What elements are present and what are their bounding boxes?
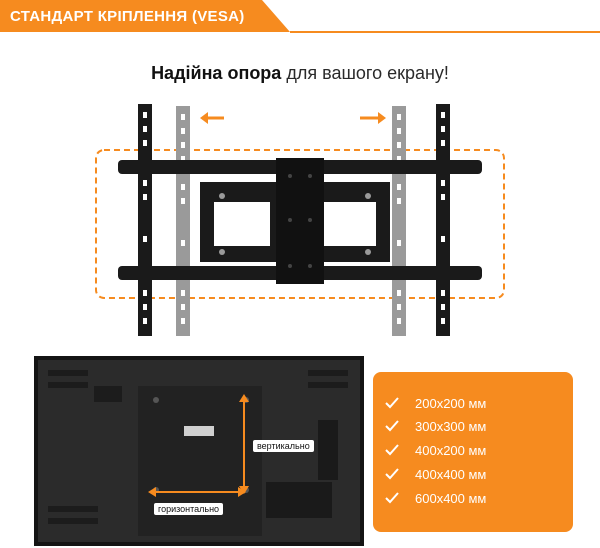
size-label: 300х300 мм — [415, 418, 487, 434]
checkmark-icon — [385, 420, 399, 432]
checkmark-icon — [385, 444, 399, 456]
tagline-bold: Надійна опора — [151, 63, 282, 83]
size-item: 300х300 мм — [385, 415, 486, 437]
vesa-sizes-card: 200х200 мм 300х300 мм 400х200 мм 400х400… — [373, 372, 573, 532]
size-label: 200х200 мм — [415, 395, 487, 411]
size-item: 600х400 мм — [385, 487, 486, 509]
checkmark-icon — [385, 468, 399, 480]
header-banner — [0, 0, 600, 33]
arrow-left-icon — [200, 112, 224, 124]
size-label: 600х400 мм — [415, 490, 487, 506]
checkmark-icon — [385, 397, 399, 409]
black-rail-left — [138, 104, 152, 336]
mount-bracket-illustration — [95, 104, 505, 336]
grey-rail-left — [176, 106, 190, 336]
tagline: Надійна опора для вашого екрану! — [0, 63, 600, 84]
tv-back-illustration — [34, 356, 364, 546]
horizontal-label: горизонтально — [154, 503, 224, 515]
size-item: 400х400 мм — [385, 463, 486, 485]
arrow-right-icon — [360, 112, 386, 124]
vertical-label: вертикально — [253, 440, 314, 452]
checkmark-icon — [385, 492, 399, 504]
size-label: 400х200 мм — [415, 442, 487, 458]
tagline-rest: для вашого екрану! — [281, 63, 449, 83]
center-plate — [276, 158, 324, 284]
vertical-dimension-arrow — [239, 394, 249, 494]
horizontal-dimension-arrow — [148, 487, 246, 497]
header-title: СТАНДАРТ КРІПЛЕННЯ (VESA) — [10, 8, 245, 25]
grey-rail-right — [392, 106, 406, 336]
size-label: 400х400 мм — [415, 466, 487, 482]
black-rail-right — [436, 104, 450, 336]
size-item: 400х200 мм — [385, 439, 486, 461]
size-item: 200х200 мм — [385, 392, 486, 414]
